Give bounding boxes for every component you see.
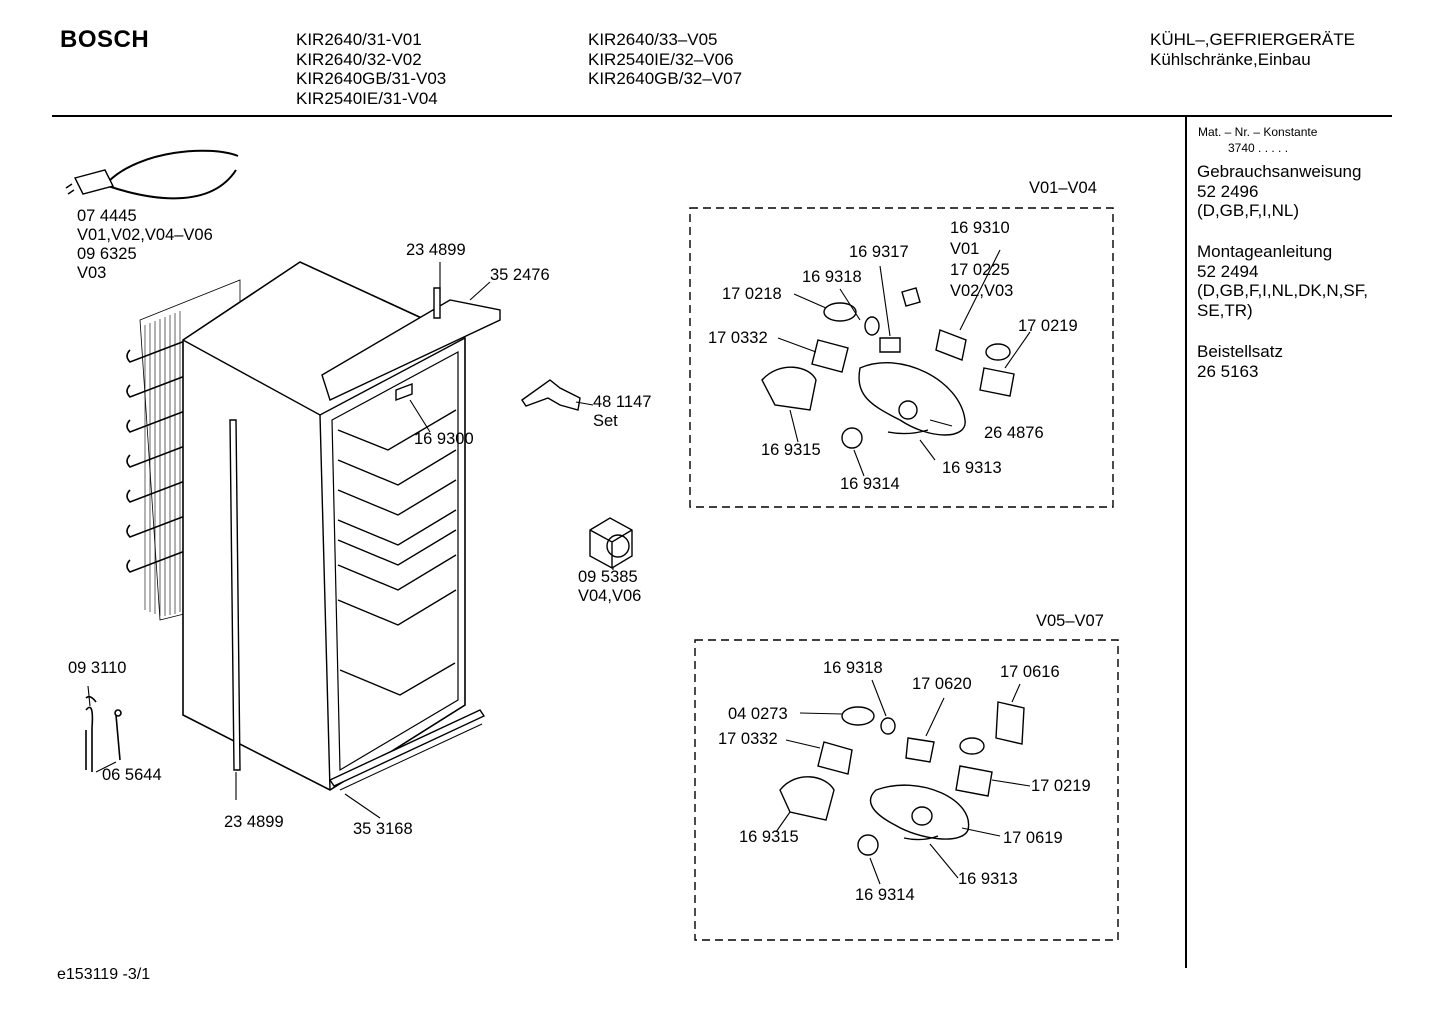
group-v05-v07-box <box>694 639 1119 941</box>
lamp-assembly-1-drawing <box>761 287 1015 449</box>
variant-label: V01 <box>950 240 980 258</box>
doc-number: 26 5163 <box>1197 361 1259 381</box>
variant-label: V03 <box>77 264 107 282</box>
header-rule <box>52 115 1392 117</box>
doc-instructions: Gebrauchsanweisung 52 2496 (D,GB,F,I,NL) <box>1197 162 1361 221</box>
group1-label-p9: 16 9315 <box>761 441 821 459</box>
doc-kit: Beistellsatz 26 5163 <box>1197 342 1283 381</box>
part-number: 17 0225 <box>950 261 1010 279</box>
model-item: KIR2640/32-V02 <box>296 49 422 69</box>
model-list-1: KIR2640/31-V01 KIR2640/32-V02 KIR2640GB/… <box>296 30 446 108</box>
group2-label-p1: 16 9318 <box>823 659 883 677</box>
doc-title: Beistellsatz <box>1197 342 1283 361</box>
cabinet-drawing <box>182 261 501 791</box>
model-item: KIR2640/33–V05 <box>588 30 718 49</box>
fan-drawing <box>589 517 633 569</box>
category-line: KÜHL–,GEFRIERGERÄTE <box>1150 30 1355 49</box>
power-cord-drawing <box>65 149 239 200</box>
part-label-top-bracket: 35 2476 <box>490 266 550 284</box>
lamp-assembly-2-drawing <box>779 701 1025 856</box>
group1-label-p8: 26 4876 <box>984 424 1044 442</box>
sidebar-rule <box>1185 116 1187 968</box>
drawing-code: e153119 -3/1 <box>57 966 151 983</box>
part-number: 07 4445 <box>77 207 137 225</box>
group-v05-v07-title: V05–V07 <box>1036 612 1104 630</box>
variant-label: V04,V06 <box>578 587 642 605</box>
brand-logo: BOSCH <box>60 26 150 53</box>
doc-langs: (D,GB,F,I,NL) <box>1197 201 1300 220</box>
group1-label-p1: 16 9310 V01 17 0225 V02,V03 <box>950 218 1013 302</box>
part-label-side-rail: 23 4899 <box>224 813 284 831</box>
part-label-sensor-tube: 06 5644 <box>102 766 162 784</box>
group1-label-p6: 17 0332 <box>708 329 768 347</box>
model-item: KIR2640GB/31-V03 <box>296 69 447 88</box>
variant-label: V02,V03 <box>950 282 1014 300</box>
part-label-hinge: 48 1147 Set <box>593 393 651 431</box>
group1-label-p4: 16 9318 <box>802 268 862 286</box>
cord-labels: 07 4445 V01,V02,V04–V06 09 6325 V03 <box>77 207 213 283</box>
part-number: 16 9310 <box>950 219 1010 237</box>
group2-label-p9: 16 9313 <box>958 870 1018 888</box>
part-number: 48 1147 <box>593 393 652 411</box>
group-v01-v04-title: V01–V04 <box>1029 179 1097 197</box>
group2-label-p10: 16 9314 <box>855 886 915 904</box>
group2-label-p5: 17 0332 <box>718 730 778 748</box>
doc-number: 52 2496 <box>1197 181 1259 201</box>
group1-label-p3: 16 9317 <box>849 243 909 261</box>
doc-title: Montageanleitung <box>1197 242 1333 261</box>
condenser-drawing <box>126 279 241 621</box>
group1-label-p7: 17 0219 <box>1018 317 1078 335</box>
doc-title: Gebrauchsanweisung <box>1197 162 1362 181</box>
group1-label-p11: 16 9314 <box>840 475 900 493</box>
group2-label-p8: 16 9315 <box>739 828 799 846</box>
category-line: Kühlschränke,Einbau <box>1150 49 1311 69</box>
part-number: 09 5385 <box>578 568 638 586</box>
doc-assembly: Montageanleitung 52 2494 (D,GB,F,I,NL,DK… <box>1197 242 1382 320</box>
model-item: KIR2540IE/31-V04 <box>296 88 438 108</box>
group1-label-p10: 16 9313 <box>942 459 1002 477</box>
part-label-top-rail: 23 4899 <box>406 241 466 259</box>
leader-lines <box>87 249 1031 885</box>
group1-label-p5: 17 0218 <box>722 285 782 303</box>
group2-label-p7: 17 0619 <box>1003 829 1063 847</box>
group2-label-p6: 17 0219 <box>1031 777 1091 795</box>
part-number: 09 6325 <box>77 245 137 263</box>
group-v01-v04-box <box>689 207 1114 508</box>
part-label-bottom-rail: 35 3168 <box>353 820 413 838</box>
mat-value: 3740 . . . . . <box>1228 141 1289 155</box>
doc-number: 52 2494 <box>1197 261 1259 281</box>
set-label: Set <box>593 412 618 430</box>
group2-label-p2: 17 0620 <box>912 675 972 693</box>
part-label-thermostat-holder: 16 9300 <box>414 430 474 448</box>
variant-label: V01,V02,V04–V06 <box>77 226 213 244</box>
mat-label: Mat. – Nr. – Konstante <box>1198 125 1318 139</box>
group2-label-p4: 04 0273 <box>728 705 788 723</box>
model-item: KIR2540IE/32–V06 <box>588 49 734 69</box>
hinge-drawing <box>521 379 581 411</box>
doc-langs: (D,GB,F,I,NL,DK,N,SF, SE,TR) <box>1197 281 1368 320</box>
part-label-sensor: 09 3110 <box>68 659 127 677</box>
group2-label-p3: 17 0616 <box>1000 663 1060 681</box>
part-label-fan: 09 5385 V04,V06 <box>578 568 641 606</box>
sensor-drawing <box>85 695 122 772</box>
model-list-2: KIR2640/33–V05 KIR2540IE/32–V06 KIR2640G… <box>588 30 742 89</box>
category: KÜHL–,GEFRIERGERÄTE Kühlschränke,Einbau <box>1150 30 1355 69</box>
model-item: KIR2640GB/32–V07 <box>588 69 743 88</box>
model-item: KIR2640/31-V01 <box>296 30 422 49</box>
